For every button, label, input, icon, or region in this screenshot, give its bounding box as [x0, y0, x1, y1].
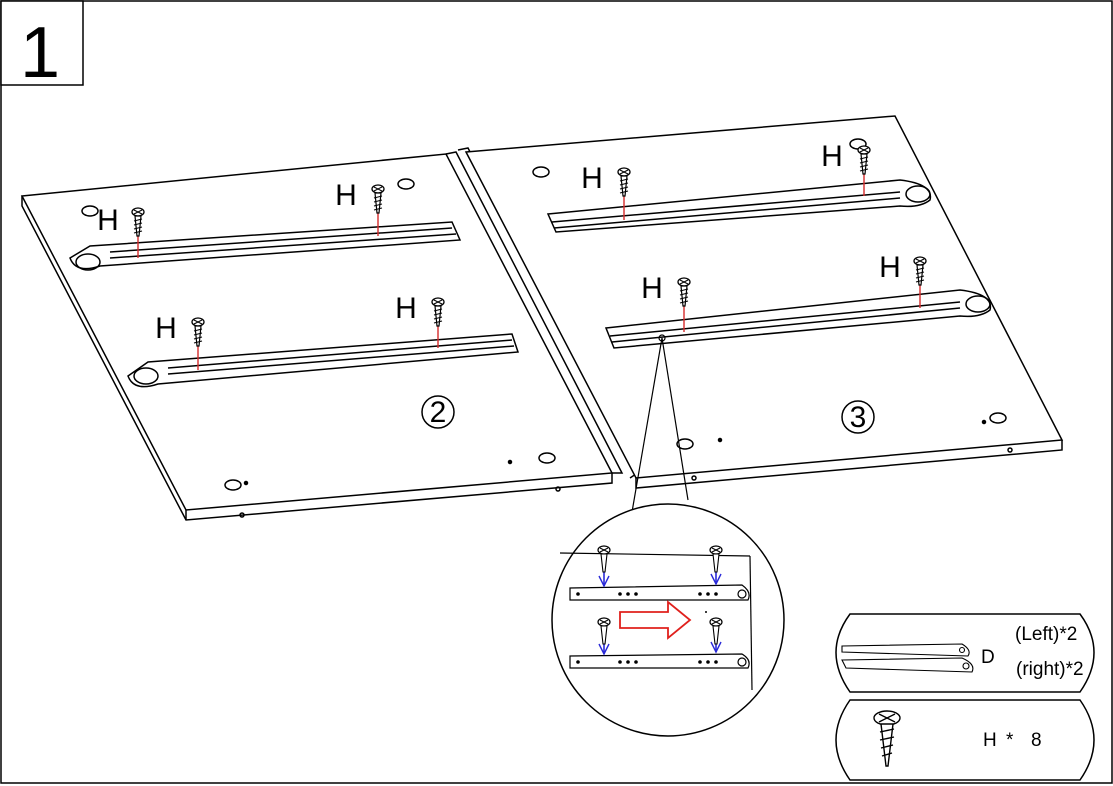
rail-hole — [626, 592, 630, 596]
detail-screw — [709, 545, 723, 586]
slide-right-qty: (right)*2 — [1016, 659, 1084, 680]
parts-screw-card: H * 8 — [835, 699, 1095, 781]
drawer-slide — [546, 179, 932, 233]
screw-h: H — [155, 312, 205, 370]
right-arrow-icon — [619, 600, 692, 640]
screw-label: H — [395, 292, 417, 325]
screw-qty-separator: * — [1006, 730, 1014, 751]
rail-hole — [576, 592, 580, 596]
screw-label: H — [581, 162, 603, 195]
screw-label: H — [97, 204, 119, 237]
detail-view — [551, 503, 785, 737]
panel-2 — [20, 153, 614, 521]
step-number: 1 — [20, 13, 60, 93]
screw-part-id: H — [983, 730, 997, 751]
screw-h: H — [97, 204, 145, 258]
panel-number-2-badge: 2 — [421, 395, 455, 429]
screw-h: H — [335, 179, 385, 236]
panel-number-2: 2 — [430, 396, 447, 429]
screw-label: H — [155, 312, 177, 345]
rail-hole — [706, 592, 710, 596]
drawer-slide — [127, 333, 520, 388]
slide-left-qty: (Left)*2 — [1015, 624, 1077, 645]
screw-part-qty: 8 — [1031, 730, 1042, 751]
panel-number-3-badge: 3 — [841, 400, 875, 434]
rail-hole — [698, 660, 702, 664]
parts-slide-card: D (Left)*2 (right)*2 — [835, 613, 1095, 693]
callout-lines — [631, 334, 689, 513]
screw-label: H — [821, 140, 843, 173]
drawer-slide — [604, 289, 992, 349]
screw-layer: H H H H H H H H — [97, 140, 927, 370]
step-number-box: 1 — [0, 0, 84, 93]
detail-screws — [576, 545, 723, 664]
screw-label: H — [335, 179, 357, 212]
screw-label: H — [879, 251, 901, 284]
screw-h: H — [879, 251, 927, 308]
rail-hole — [706, 660, 710, 664]
detail-screw — [597, 617, 611, 656]
rail-hole — [626, 660, 630, 664]
rail-hole — [634, 660, 638, 664]
rail-hole — [698, 592, 702, 596]
screw-h: H — [641, 272, 691, 332]
slide-part-id: D — [981, 647, 995, 668]
rail-hole — [618, 592, 622, 596]
screw-h: H — [821, 140, 871, 196]
drawer-slide — [69, 221, 462, 271]
detail-rail — [569, 584, 750, 669]
rail-hole — [714, 592, 718, 596]
panel-number-3: 3 — [850, 401, 867, 434]
rail-hole — [714, 660, 718, 664]
detail-screw — [709, 617, 723, 654]
screw-part-icon — [873, 710, 901, 767]
panel-3 — [445, 115, 1064, 489]
rail-hole — [634, 592, 638, 596]
screw-h: H — [395, 292, 445, 348]
screw-label: H — [641, 272, 663, 305]
screw-h: H — [581, 162, 631, 220]
slide-part-icon — [841, 643, 974, 673]
rail-hole — [618, 660, 622, 664]
rail-hole — [576, 660, 580, 664]
detail-screw — [597, 545, 611, 588]
